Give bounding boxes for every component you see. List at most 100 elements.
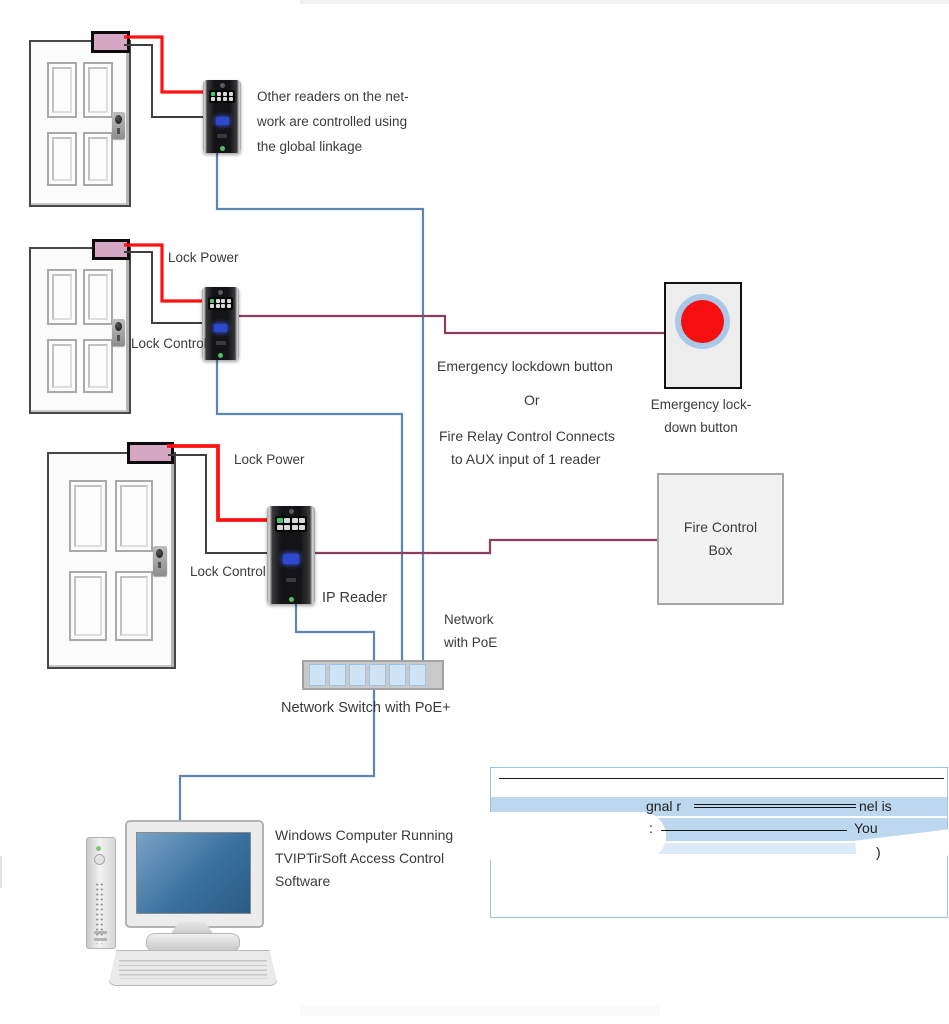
emergency-button-red-icon xyxy=(681,300,724,343)
door-panel xyxy=(82,268,114,325)
reader-keypad-icon xyxy=(207,297,234,310)
reader1-note: Other readers on the net- work are contr… xyxy=(257,84,409,159)
strikethrough-rule-2 xyxy=(661,830,847,831)
tower-vents-icon xyxy=(95,882,104,944)
door-1-illustration xyxy=(29,40,131,207)
switch-port xyxy=(309,664,326,686)
reader-status-led xyxy=(288,597,294,602)
computer-caption-line1: Windows Computer Running xyxy=(275,827,454,843)
tower-power-led xyxy=(96,846,101,851)
emergency-button-caption: Emergency lock- down button xyxy=(643,393,759,439)
fire-control-box: Fire Control Box xyxy=(657,473,784,605)
fragment-row2-right: You xyxy=(854,820,878,836)
maglock-door1-icon xyxy=(91,31,130,53)
reader-display-icon xyxy=(283,553,299,564)
ip-reader-1 xyxy=(203,80,241,153)
monitor-stand-base xyxy=(146,933,240,952)
door-panel xyxy=(82,131,114,187)
network-poe-note: Network with PoE xyxy=(444,608,497,654)
reader1-note-line3: the global linkage xyxy=(257,139,363,154)
computer-caption-line2: TVIPTirSoft Access Control xyxy=(275,850,445,866)
reader1-note-line1: Other readers on the net- xyxy=(257,89,409,104)
fragment-row3-right: ) xyxy=(876,844,881,860)
reader-camera-icon xyxy=(218,290,223,295)
reader-camera-icon xyxy=(288,509,294,514)
reader-sublabel-icon xyxy=(286,577,296,582)
ip-reader-2 xyxy=(202,287,239,360)
wire-relay-firebox xyxy=(314,538,657,555)
note-top-rule xyxy=(499,778,944,779)
computer-caption-line3: Software xyxy=(275,873,331,889)
fragment-row2-left: : xyxy=(649,820,653,836)
strikethrough-rule-1 xyxy=(694,804,856,808)
maglock-door3-icon xyxy=(127,442,174,464)
computer-caption: Windows Computer Running TVIPTirSoft Acc… xyxy=(275,824,453,893)
reader-sublabel-icon xyxy=(215,340,226,345)
bottom-artifact-band xyxy=(300,1006,660,1016)
left-edge-artifact xyxy=(0,856,2,888)
emergency-button-ring-icon xyxy=(675,294,730,349)
wire-network-reader1 xyxy=(215,152,425,661)
wire-lockpower-door1 xyxy=(124,35,204,94)
switch-port xyxy=(329,664,346,686)
emergency-option-line1: Emergency lockdown button xyxy=(437,358,613,374)
door-2-illustration xyxy=(29,247,131,414)
door-panel xyxy=(46,268,78,325)
tower-power-button-icon xyxy=(94,854,105,865)
switch-port xyxy=(389,664,406,686)
emergency-option-or: Or xyxy=(524,392,540,408)
door-handle-icon xyxy=(112,319,126,347)
fragment-row1-left: gnal r xyxy=(646,798,682,814)
door-handle-icon xyxy=(112,112,126,140)
computer-tower-illustration xyxy=(86,837,116,949)
network-poe-line2: with PoE xyxy=(444,635,498,650)
partial-note-box: gnal r nel is : You ) xyxy=(466,767,949,918)
wire-lockcontrol-door1 xyxy=(124,44,204,118)
reader-camera-icon xyxy=(219,83,225,88)
wire-relay-button xyxy=(237,314,664,335)
door-panel xyxy=(115,571,153,642)
network-poe-line1: Network xyxy=(444,612,494,627)
top-artifact-band xyxy=(300,0,949,4)
reader-display-icon xyxy=(215,116,229,125)
door-handle-icon xyxy=(152,545,167,576)
door2-lock-control-label: Lock Control xyxy=(131,336,207,351)
switch-port xyxy=(409,664,426,686)
emergency-option-line3: to AUX input of 1 reader xyxy=(451,451,601,467)
switch-port xyxy=(349,664,366,686)
tower-slot-icon xyxy=(94,931,107,934)
monitor-screen xyxy=(136,832,251,914)
door-panel xyxy=(82,61,114,118)
monitor-stand-neck xyxy=(169,922,215,936)
emergency-option-line2: Fire Relay Control Connects xyxy=(439,428,615,444)
fragment-row1-right: nel is xyxy=(859,798,892,814)
highlight-band-3 xyxy=(511,843,907,854)
reader-status-led xyxy=(218,353,223,358)
reader-display-icon xyxy=(214,323,227,332)
computer-monitor-illustration xyxy=(125,820,264,928)
reader-keypad-icon xyxy=(275,516,307,532)
door2-lock-power-label: Lock Power xyxy=(168,250,239,265)
door-panel xyxy=(46,131,78,187)
keyboard-illustration xyxy=(108,950,278,986)
door-panel xyxy=(82,338,114,394)
ip-reader-3 xyxy=(267,506,315,604)
door-3-illustration xyxy=(47,452,176,669)
switch-label: Network Switch with PoE+ xyxy=(281,700,451,716)
emergency-button-caption-line1: Emergency lock- xyxy=(650,397,752,412)
maglock-door2-icon xyxy=(92,239,130,260)
highlight-band-1 xyxy=(491,797,947,816)
emergency-button-caption-line2: down button xyxy=(664,420,738,435)
erased-blob xyxy=(466,812,666,860)
emergency-button-illustration xyxy=(664,282,742,389)
wire-lockcontrol-door3 xyxy=(168,454,268,554)
door-panel xyxy=(69,479,107,552)
door3-lock-control-label: Lock Control xyxy=(190,564,266,579)
door-panel xyxy=(115,479,153,552)
ip-reader-label: IP Reader xyxy=(322,590,388,606)
door3-lock-power-label: Lock Power xyxy=(234,452,305,467)
door-panel xyxy=(46,61,78,118)
reader-status-led xyxy=(219,146,225,151)
reader-sublabel-icon xyxy=(217,133,227,138)
wire-network-reader3 xyxy=(294,603,376,661)
